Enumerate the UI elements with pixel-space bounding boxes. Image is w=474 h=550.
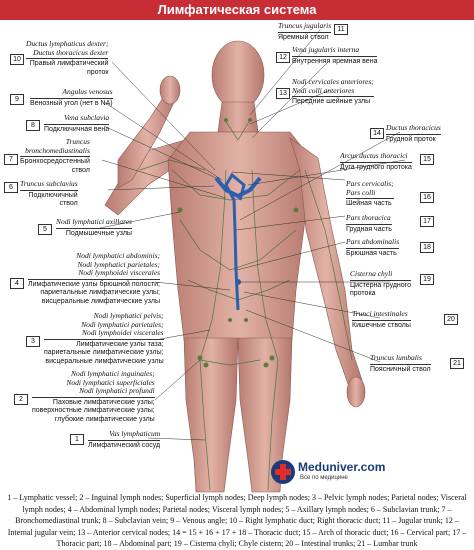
torso xyxy=(167,131,313,341)
marker-17: 17 xyxy=(420,216,434,227)
page-title: Лимфатическая система xyxy=(0,0,474,20)
head xyxy=(211,40,265,110)
label-thoracic-part: Pars thoracica Грудная часть xyxy=(346,213,392,233)
label-axillary-nodes: Nodi lymphatici axillares Подмышечные уз… xyxy=(56,217,132,237)
hanging-hand xyxy=(346,376,366,408)
marker-12: 12 xyxy=(276,52,290,63)
marker-21: 21 xyxy=(450,358,464,369)
label-lumbar-trunk: Truncus lumbalis Поясничный ствол xyxy=(370,353,431,373)
meduniver-logo[interactable]: Meduniver.com Все по медицине xyxy=(270,458,385,486)
label-cervical-part: Pars cervicalis; Pars colli Шейная часть xyxy=(346,179,394,208)
marker-6: 6 xyxy=(4,182,18,193)
subclavian-veins xyxy=(214,176,262,199)
label-lymphatic-vessel: Vas lymphaticum Лимфатический сосуд xyxy=(88,429,161,449)
neck xyxy=(217,101,259,133)
marker-8: 8 xyxy=(26,120,40,131)
marker-2: 2 xyxy=(14,394,28,405)
leader-lines xyxy=(99,29,406,441)
label-subclavian-trunk: Truncus subclavius Подключичный ствол xyxy=(20,179,78,208)
label-venous-angle: Angulus venosus Венозный угол (нет в NA) xyxy=(30,87,113,107)
label-internal-jugular-vein: Vena jugularis interna Внутренняя яремна… xyxy=(292,45,378,65)
left-leg xyxy=(237,337,293,493)
marker-5: 5 xyxy=(38,224,52,235)
raised-forearm xyxy=(117,89,177,189)
figure-legend: 1 – Lymphatic vessel; 2 – Inguinal lymph… xyxy=(7,493,467,548)
marker-15: 15 xyxy=(420,154,434,165)
anatomy-figure: 10 Ductus lymphaticus dexter; Ductus tho… xyxy=(0,20,474,493)
marker-1: 1 xyxy=(70,434,84,445)
hanging-arm xyxy=(289,137,363,385)
label-abdominal-nodes: Nodi lymphatici abdominis; Nodi lymphati… xyxy=(28,251,161,305)
label-anterior-cervical-nodes: Nodi cervicales anteriores; Nodi colli a… xyxy=(292,77,374,106)
body-illustration xyxy=(99,29,406,493)
logo-cross-icon xyxy=(271,460,295,484)
marker-20: 20 xyxy=(444,314,458,325)
marker-13: 13 xyxy=(276,88,290,99)
label-intestinal-trunks: Trunci intestinales Кишечные стволы xyxy=(352,309,411,329)
marker-10: 10 xyxy=(10,54,24,65)
label-thoracic-duct: Ductus thoracicus Грудной проток xyxy=(386,123,441,143)
marker-7: 7 xyxy=(4,154,18,165)
label-jugular-trunk: Truncus jugularis Яремный ствол xyxy=(278,21,332,41)
label-arch-thoracic-duct: Arcus ductus thoracici Дуга грудного про… xyxy=(340,151,412,171)
lymph-vessels xyxy=(139,119,353,491)
lymph-nodes xyxy=(177,118,299,368)
label-inguinal-nodes: Nodi lymphatici inguinales; Nodi lymphat… xyxy=(32,369,155,423)
marker-4: 4 xyxy=(10,278,24,289)
marker-19: 19 xyxy=(420,274,434,285)
marker-9: 9 xyxy=(10,94,24,105)
label-pelvic-nodes: Nodi lymphatici pelvis; Nodi lymphatici … xyxy=(44,311,164,365)
label-bronchomediastinal-trunk: Truncus bronchomediastinalis Бронхосредо… xyxy=(20,137,90,174)
label-subclavian-vein: Vena subclavia Подключичная вена xyxy=(44,113,110,133)
label-abdominal-part: Pars abdominalis Брюшная часть xyxy=(346,237,400,257)
marker-16: 16 xyxy=(420,192,434,203)
label-cisterna-chyli: Cisterna chyli Цистерна грудного протока xyxy=(350,269,411,298)
marker-3: 3 xyxy=(26,336,40,347)
logo-name: Meduniver.com xyxy=(298,460,386,474)
logo-subtitle: Все по медицине xyxy=(300,475,348,481)
marker-11: 11 xyxy=(334,24,348,35)
marker-14: 14 xyxy=(370,128,384,139)
right-leg xyxy=(183,337,239,493)
label-right-lymphatic-duct: Ductus lymphaticus dexter; Ductus thorac… xyxy=(26,39,109,76)
raised-hand xyxy=(159,75,181,105)
marker-18: 18 xyxy=(420,242,434,253)
